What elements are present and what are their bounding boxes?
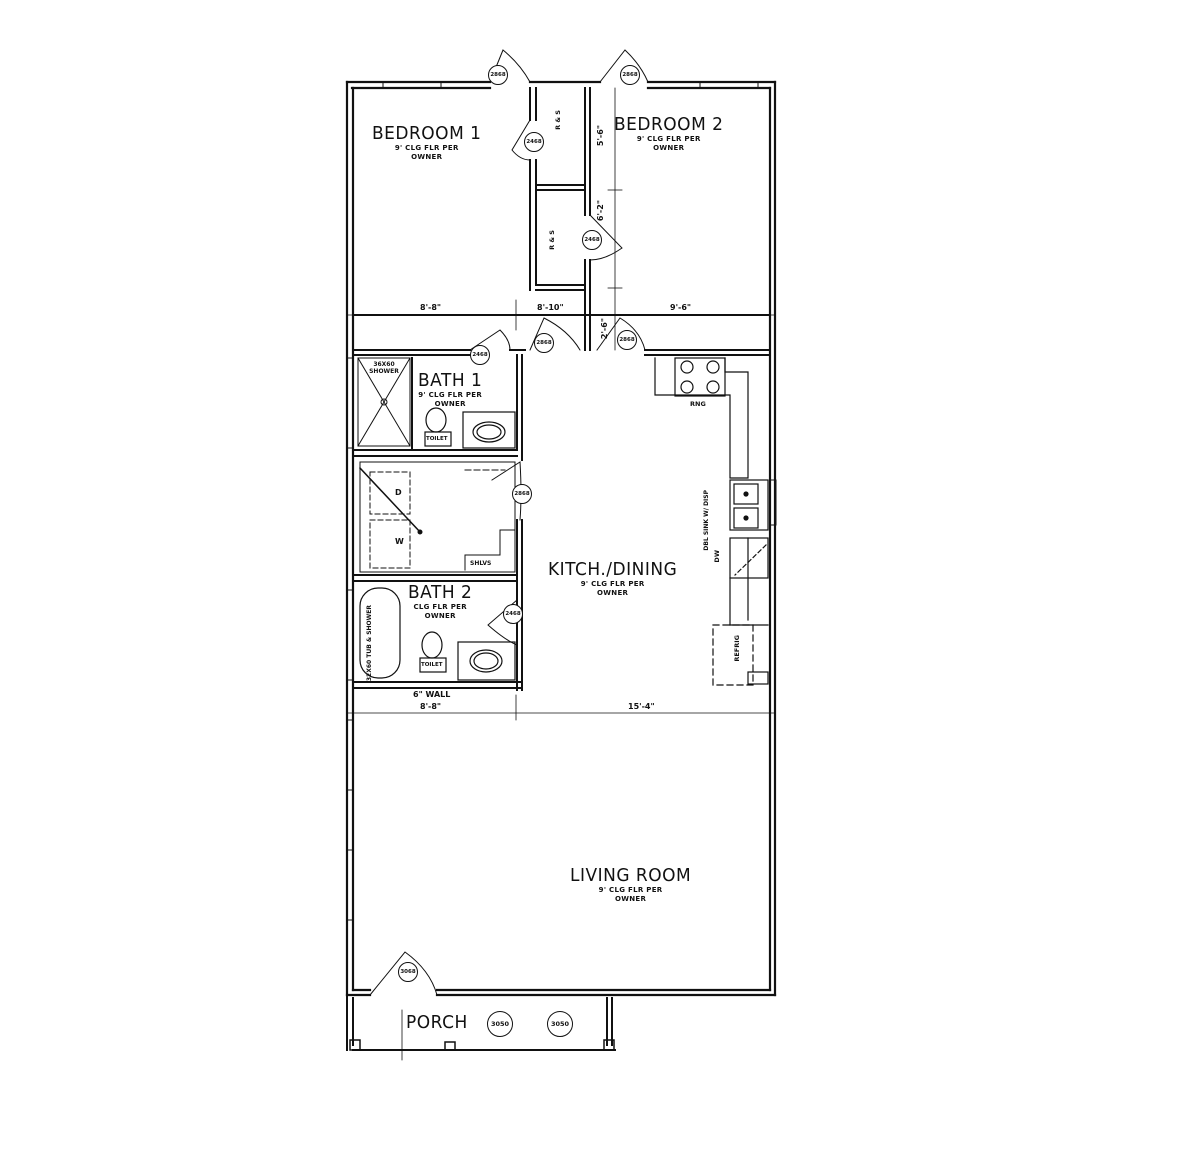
window-tag: 3050 xyxy=(547,1011,573,1037)
door-tag-front: 3068 xyxy=(398,962,418,982)
room-name: LIVING ROOM xyxy=(570,865,692,887)
room-note: 9' CLG FLR PER xyxy=(394,144,459,152)
laundry-fixtures xyxy=(358,461,516,573)
refrigerator-label: REFRIG xyxy=(733,635,741,662)
dimension-bath-width: 8'-8" xyxy=(420,702,442,711)
room-name: BEDROOM 2 xyxy=(614,114,724,136)
room-note: OWNER xyxy=(434,400,466,408)
room-porch: PORCH xyxy=(406,1012,468,1034)
dimension-closet-width: 8'-10" xyxy=(537,303,564,312)
tub-label: 32X60 TUB & SHOWER xyxy=(366,605,373,682)
dimension-hall: 2'-6" xyxy=(600,318,609,340)
room-note: 9' CLG FLR PER xyxy=(636,135,701,143)
room-name: KITCH./DINING xyxy=(548,559,678,581)
closet-shelf-label: R & S xyxy=(554,110,562,130)
door-tag-bedroom2: 2868 xyxy=(617,330,637,350)
interior-walls xyxy=(352,87,771,691)
door-tag-bedroom2-exterior: 2868 xyxy=(620,65,640,85)
dimension-closet-upper: 5'-6" xyxy=(596,125,605,147)
door-tag-bedroom1: 2868 xyxy=(534,333,554,353)
room-note: CLG FLR PER xyxy=(413,603,467,611)
washer-label: W xyxy=(395,537,404,546)
dimension-kitchen-width: 15'-4" xyxy=(628,702,655,711)
door-tag-bedroom1-exterior: 2868 xyxy=(488,65,508,85)
room-bedroom-1: BEDROOM 1 9' CLG FLR PER OWNER xyxy=(372,123,482,161)
room-note: OWNER xyxy=(653,144,685,152)
bath2-fixtures xyxy=(359,587,516,681)
shelves-label: SHLVS xyxy=(470,560,492,567)
shower-fixture xyxy=(357,357,411,447)
room-note: OWNER xyxy=(424,612,456,620)
shower-label: 36X60 SHOWER xyxy=(369,361,399,375)
window-tag: 3050 xyxy=(487,1011,513,1037)
toilet-label: TOILET xyxy=(421,662,443,668)
kitchen-counters xyxy=(654,357,769,686)
range-label: RNG xyxy=(690,400,706,408)
dryer-label: D xyxy=(395,488,402,497)
room-name: BATH 1 xyxy=(418,370,483,392)
room-note: 9' CLG FLR PER xyxy=(598,886,663,894)
exterior-walls xyxy=(345,80,777,997)
door-swings xyxy=(369,49,649,996)
room-kitchen-dining: KITCH./DINING 9' CLG FLR PER OWNER xyxy=(548,559,678,597)
windows xyxy=(346,81,777,921)
dimension-closet-lower: 6'-2" xyxy=(596,200,605,222)
room-note: OWNER xyxy=(411,153,443,161)
room-note: 9' CLG FLR PER xyxy=(580,580,645,588)
closet-shelf-label: R & S xyxy=(548,230,556,250)
dimension-bedroom1-width: 8'-8" xyxy=(420,303,442,312)
room-bath-1: BATH 1 9' CLG FLR PER OWNER xyxy=(418,370,483,408)
toilet-label: TOILET xyxy=(426,436,448,442)
door-tag-closet1: 2468 xyxy=(524,132,544,152)
door-tag-closet2: 2468 xyxy=(582,230,602,250)
room-name: BATH 2 xyxy=(408,582,473,604)
bath1-fixtures xyxy=(424,407,516,449)
room-name: BEDROOM 1 xyxy=(372,123,482,145)
dimension-lines xyxy=(346,87,776,721)
room-bath-2: BATH 2 CLG FLR PER OWNER xyxy=(408,582,473,620)
door-tag-bath1: 2468 xyxy=(470,345,490,365)
dishwasher-label: DW xyxy=(713,550,721,563)
wall-note: 6" WALL xyxy=(413,690,451,699)
room-note: OWNER xyxy=(597,589,629,597)
room-note: 9' CLG FLR PER xyxy=(418,391,483,399)
room-note: OWNER xyxy=(614,895,647,903)
dimension-bedroom2-width: 9'-6" xyxy=(670,303,692,312)
door-tag-bath2: 2468 xyxy=(503,604,523,624)
room-living-room: LIVING ROOM 9' CLG FLR PER OWNER xyxy=(570,865,692,903)
room-bedroom-2: BEDROOM 2 9' CLG FLR PER OWNER xyxy=(614,114,724,152)
porch-outline xyxy=(346,994,616,1061)
sink-label: DBL SINK W/ DISP xyxy=(703,490,710,551)
door-tag-laundry: 2868 xyxy=(512,484,532,504)
